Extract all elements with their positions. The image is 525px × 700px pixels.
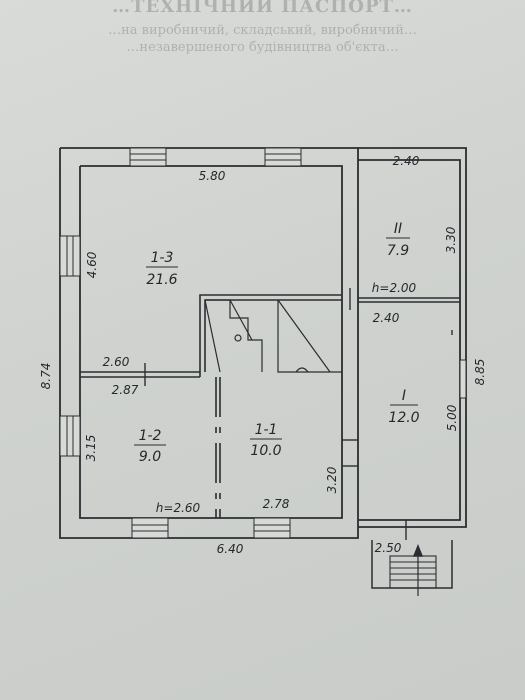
windows [59, 147, 467, 539]
dim-left-lower: 3.15 [84, 435, 98, 462]
dim-inner-h2: 2.87 [112, 383, 139, 397]
room-1-1-id: 1-1 [255, 422, 278, 438]
dim-right-v1: 3.30 [444, 226, 458, 253]
dim-right-total: 8.85 [473, 359, 487, 386]
outer-walls [59, 147, 467, 539]
room-1-3-id: 1-3 [151, 250, 174, 266]
dim-right-v2: 5.00 [445, 404, 459, 431]
room-II-id: II [394, 221, 402, 237]
room-labels: 1-3 21.6 1-2 9.0 1-1 10.0 II 7.9 I 12.0 [134, 221, 420, 465]
dim-left-total: 8.74 [39, 363, 53, 390]
room-1-1-area: 10.0 [250, 443, 281, 459]
dim-left-upper: 4.60 [85, 251, 99, 278]
dim-center-v: 3.20 [325, 466, 339, 493]
dim-right-height-mark: h=2.00 [372, 281, 417, 295]
room-I-area: 12.0 [388, 410, 419, 426]
porch [371, 540, 453, 596]
room-II-area: 7.9 [387, 243, 409, 259]
room-1-2-area: 9.0 [139, 449, 161, 465]
dim-top: 5.80 [199, 169, 226, 183]
header-line-1: …на виробничий, складський, виробничий… [108, 23, 417, 38]
dimension-labels: 5.80 4.60 8.74 3.15 2.60 2.87 h=2.60 2.7… [39, 154, 487, 556]
dim-bottom: 6.40 [217, 542, 244, 556]
header-line-2: …незавершеного будівництва об'єкта… [126, 40, 399, 55]
interior-walls [80, 294, 460, 518]
dim-inner-h1: 2.60 [103, 355, 130, 369]
staircase [204, 299, 342, 373]
dim-height-mark: h=2.60 [156, 501, 201, 515]
room-1-2-id: 1-2 [139, 428, 162, 444]
room-I-id: I [402, 388, 406, 404]
room-1-3-area: 21.6 [146, 272, 177, 288]
dim-right-mid: 2.40 [373, 311, 400, 325]
dim-inner-h3: 2.78 [263, 497, 290, 511]
dim-right-top: 2.40 [393, 154, 420, 168]
header-title: …ТЕХНІЧНИЙ ПАСПОРТ… [112, 0, 413, 17]
dim-porch: 2.50 [375, 541, 402, 555]
door-marks [144, 288, 453, 540]
document-header: …ТЕХНІЧНИЙ ПАСПОРТ… …на виробничий, скла… [0, 0, 525, 110]
